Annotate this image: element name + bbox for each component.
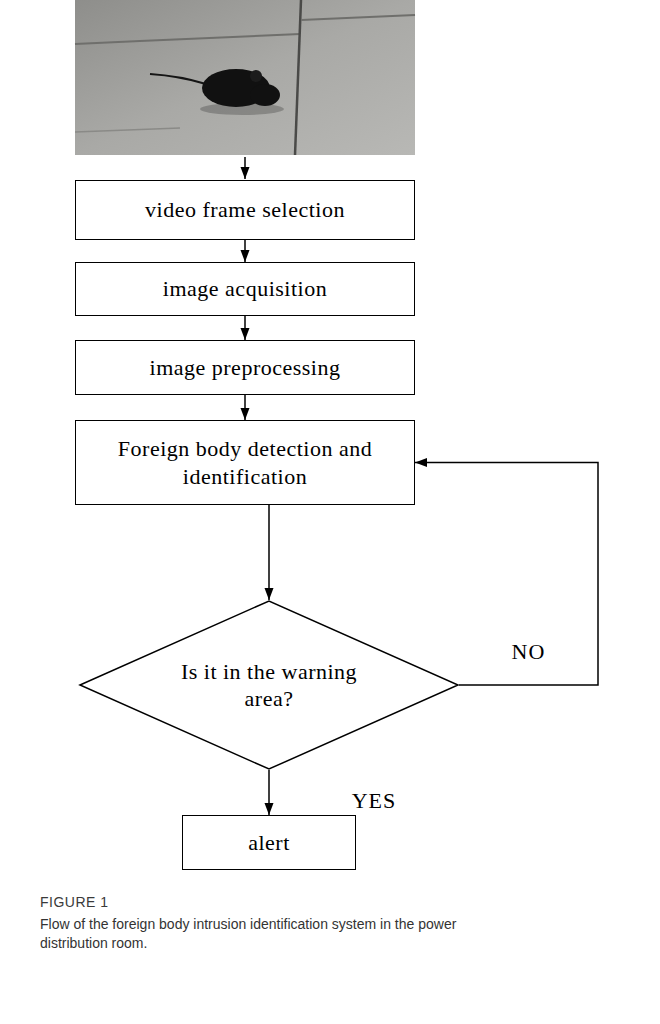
figure-number: FIGURE 1 bbox=[40, 893, 500, 912]
node-text: Is it in the warning area? bbox=[174, 658, 364, 713]
figure-caption: FIGURE 1 Flow of the foreign body intrusi… bbox=[40, 893, 500, 953]
tile-grout bbox=[295, 0, 301, 155]
process-box: image preprocessing bbox=[75, 340, 415, 395]
flow-arrow bbox=[415, 463, 598, 686]
mouse-ear bbox=[250, 70, 262, 82]
edge-label: YES bbox=[349, 788, 400, 814]
node-text: video frame selection bbox=[145, 196, 345, 224]
mouse-head bbox=[250, 84, 280, 106]
tile-grout bbox=[301, 15, 415, 20]
edge-label: NO bbox=[509, 639, 549, 665]
mouse-tail bbox=[150, 74, 206, 84]
caption-text: Flow of the foreign body intrusion ident… bbox=[40, 915, 500, 953]
node-text: alert bbox=[248, 829, 290, 857]
process-box: alert bbox=[182, 815, 356, 870]
floor-photo bbox=[75, 0, 415, 155]
tile-grout bbox=[75, 128, 180, 132]
node-text: Foreign body detection and identificatio… bbox=[95, 435, 395, 490]
decision-diamond: Is it in the warning area? bbox=[79, 600, 459, 770]
node-text: image acquisition bbox=[163, 275, 327, 303]
diamond-shape bbox=[80, 601, 458, 769]
flow-arrow bbox=[244, 395, 246, 420]
flow-arrow bbox=[244, 157, 246, 179]
process-box: video frame selection bbox=[75, 180, 415, 240]
flow-arrow bbox=[244, 316, 246, 340]
process-box: image acquisition bbox=[75, 262, 415, 316]
process-box: Foreign body detection and identificatio… bbox=[75, 420, 415, 505]
flow-arrow bbox=[268, 770, 270, 815]
diamond-outline bbox=[79, 600, 459, 770]
flow-arrow bbox=[244, 240, 246, 262]
flow-arrow bbox=[268, 505, 270, 600]
tile-grout bbox=[75, 34, 300, 44]
node-text: image preprocessing bbox=[150, 354, 341, 382]
